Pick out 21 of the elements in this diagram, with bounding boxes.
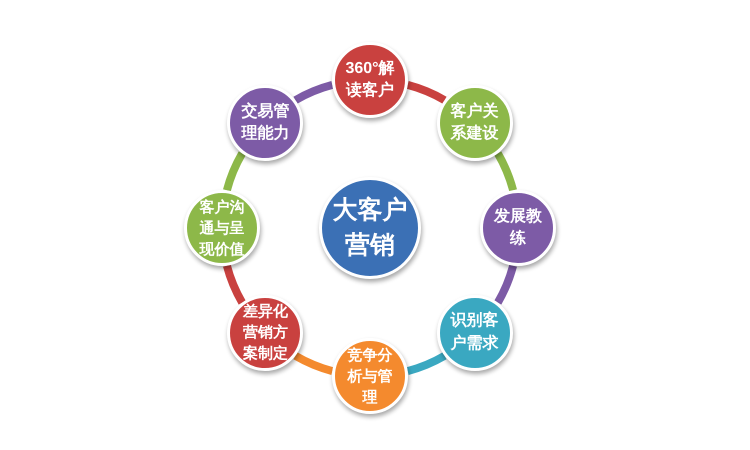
circle-label: 交易管理能力 xyxy=(240,101,290,144)
topic-circle xyxy=(184,190,260,266)
ring-arc-connector xyxy=(406,352,446,375)
circle-label: 识别客户需求 xyxy=(449,310,500,354)
ring-arc-connector xyxy=(494,264,517,304)
ring-arc-connector xyxy=(406,81,446,104)
circle-label: 客户关系建设 xyxy=(450,101,500,144)
circle-label: 发展教练 xyxy=(492,206,543,249)
ring-arc-connector xyxy=(494,152,517,192)
ring-arc-connector xyxy=(294,81,334,104)
ring-arc-connector xyxy=(223,264,246,304)
topic-circle xyxy=(332,42,408,118)
circle-label: 360°解读客户 xyxy=(344,58,396,101)
topic-circle xyxy=(480,190,556,266)
ring-arc-connector xyxy=(294,352,334,375)
circle-label: 差异化营销方案制定 xyxy=(242,302,289,364)
circle-label: 竞争分析与管理 xyxy=(346,346,394,408)
circle-label: 大客户营销 xyxy=(332,195,408,261)
circle-label: 客户沟通与呈现价值 xyxy=(198,198,246,260)
topic-circle xyxy=(332,338,408,414)
ring-arc-connector xyxy=(223,152,246,192)
